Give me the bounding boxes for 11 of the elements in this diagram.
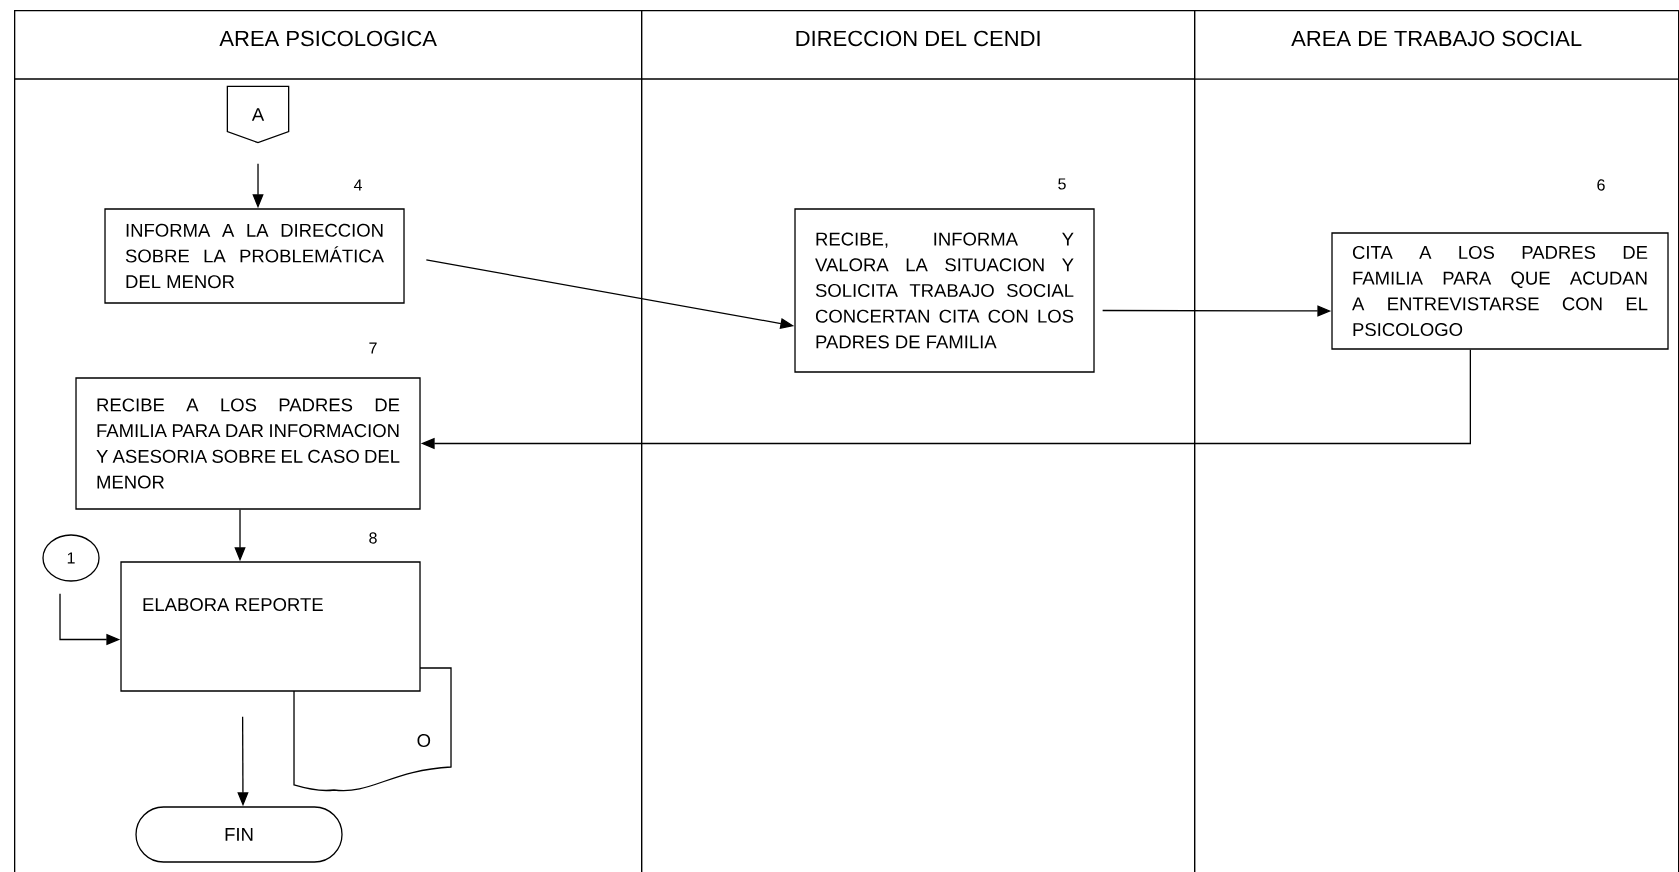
process-box: CITA A LOS PADRES DE FAMILIA PARA QUE ACUDAN A ENTREVISTARSE CON EL PSICOLOGO	[1331, 232, 1669, 350]
step-number: 7	[369, 342, 377, 354]
step-number: 4	[353, 179, 362, 191]
step-number: 6	[1597, 179, 1605, 191]
offpage-connector: A	[226, 85, 290, 144]
step-number: 8	[369, 532, 377, 544]
process-box: RECIBE A LOS PADRES DE FAMILIA PARA DAR INFORMACION Y ASESORIA SOBRE EL CASO DEL MENOR	[75, 377, 421, 510]
process-box: RECIBE, INFORMA Y VALORA LA SITUACION Y SOLICITA TRABAJO SOCIAL CONCERTAN CITA CON LOS PADRES DE FAMILIA	[794, 208, 1095, 373]
process-box: INFORMA A LA DIRECCION SOBRE LA PROBLEMÁTICA DEL MENOR	[104, 208, 405, 304]
process-box: ELABORA REPORTE	[120, 561, 421, 692]
step-number: 5	[1058, 178, 1066, 190]
